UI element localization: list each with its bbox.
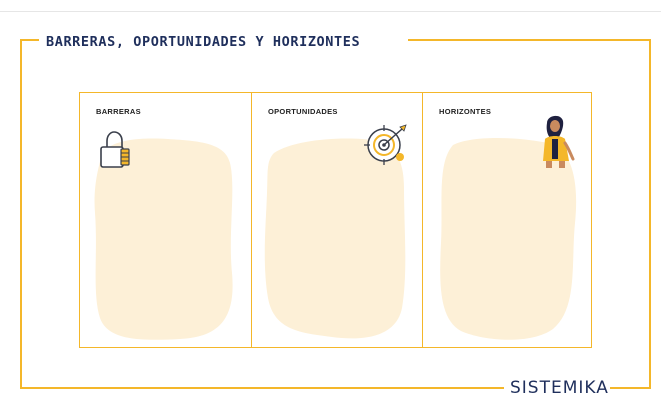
frame-left (20, 39, 22, 389)
person-illustration (543, 115, 575, 168)
brand-logo: SISTEMIKA (510, 378, 609, 398)
column-oportunidades: OPORTUNIDADES (251, 93, 422, 347)
frame-bottom-left (20, 387, 504, 389)
blob-oportunidades (264, 138, 406, 339)
blob-barreras (94, 138, 233, 340)
column-barreras: BARRERAS (80, 93, 251, 347)
target-icon (364, 124, 407, 165)
column-horizontes: HORIZONTES (422, 93, 591, 347)
padlock-icon (100, 131, 130, 168)
page-title: BARRERAS, OPORTUNIDADES Y HORIZONTES (46, 34, 361, 50)
column-label-barreras: BARRERAS (96, 107, 141, 116)
blob-horizontes (440, 138, 577, 340)
column-label-horizontes: HORIZONTES (439, 107, 492, 116)
frame-top-left (20, 39, 39, 41)
frame-top-right (408, 39, 651, 41)
top-divider (0, 11, 661, 12)
column-label-oportunidades: OPORTUNIDADES (268, 107, 338, 116)
frame-right (649, 39, 651, 389)
columns-panel: BARRERAS OPORTUNIDADES (79, 92, 592, 348)
frame-bottom-right (610, 387, 651, 389)
